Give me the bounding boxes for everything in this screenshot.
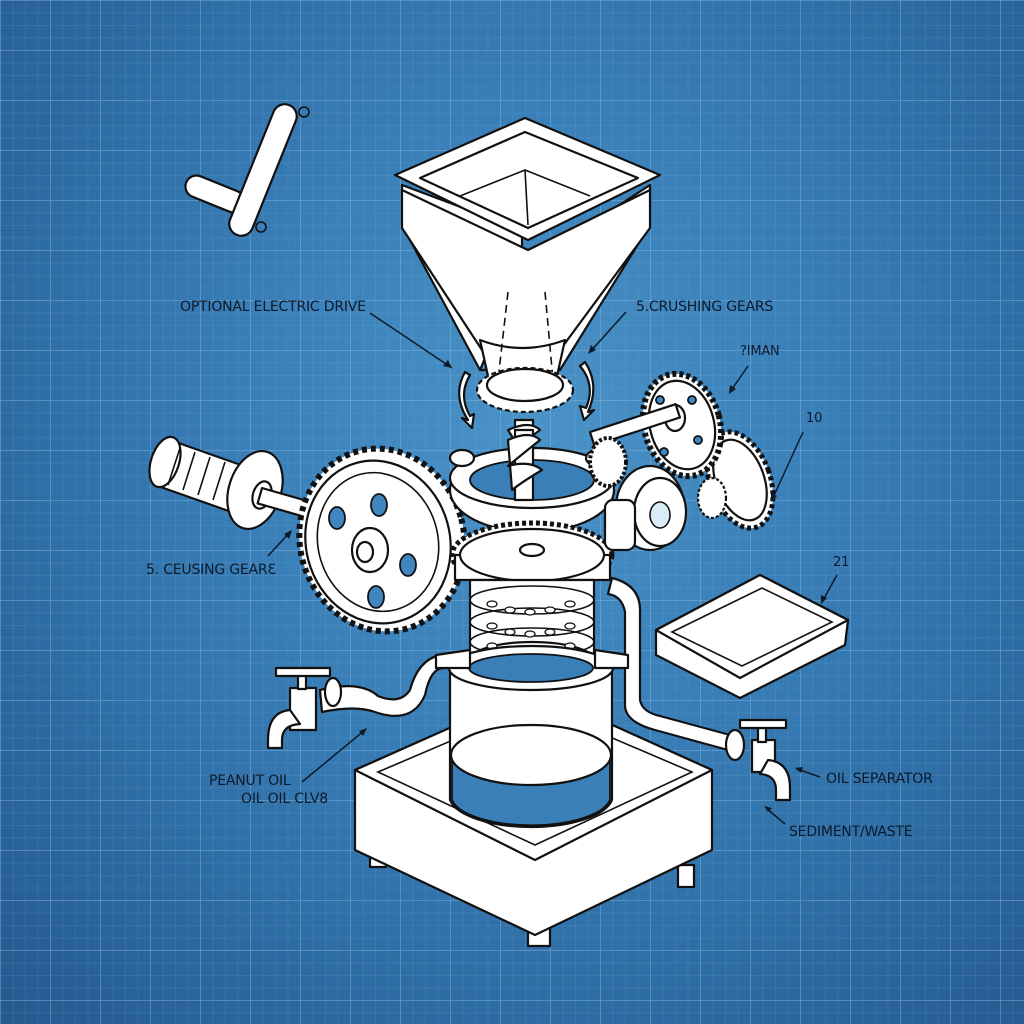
- label-ten: 10: [806, 411, 823, 426]
- small-gear-icon: [475, 366, 575, 414]
- rotation-arrow-left-icon: [458, 370, 476, 430]
- label-oil-separator: OIL SEPARATOR: [826, 771, 933, 787]
- label-peanut-oil: PEANUT OIL: [209, 773, 291, 789]
- faucet-icon: [724, 718, 792, 802]
- rotation-arrow-right-icon: [578, 360, 596, 422]
- leader-lines: [267, 311, 838, 825]
- label-peanut-oil-sub: OIL OIL CLV8: [241, 791, 328, 807]
- gear-train-icon: [588, 370, 776, 552]
- mid-gear-icon: [449, 520, 615, 590]
- sediment-tray-icon: [654, 573, 850, 700]
- funnel-icon: [393, 116, 662, 394]
- large-gear-icon: [296, 445, 468, 635]
- collar-ring-icon: [448, 428, 616, 534]
- motor-icon: [148, 435, 321, 530]
- label-sediment-waste: SEDIMENT/WASTE: [789, 824, 913, 840]
- jar-icon: [434, 644, 630, 829]
- label-crushing-gears-left: 5. CEUSING GEARƐ: [146, 562, 276, 578]
- label-top-right: ?IMAN: [740, 344, 780, 359]
- crank-icon: [184, 103, 310, 237]
- faucet-icon: [266, 666, 343, 750]
- label-optional-electric-drive: OPTIONAL ELECTRIC DRIVE: [180, 299, 366, 315]
- label-crushing-gears-top: 5.CRUSHING GEARS: [636, 299, 774, 315]
- label-twenty-one: 21: [833, 555, 850, 570]
